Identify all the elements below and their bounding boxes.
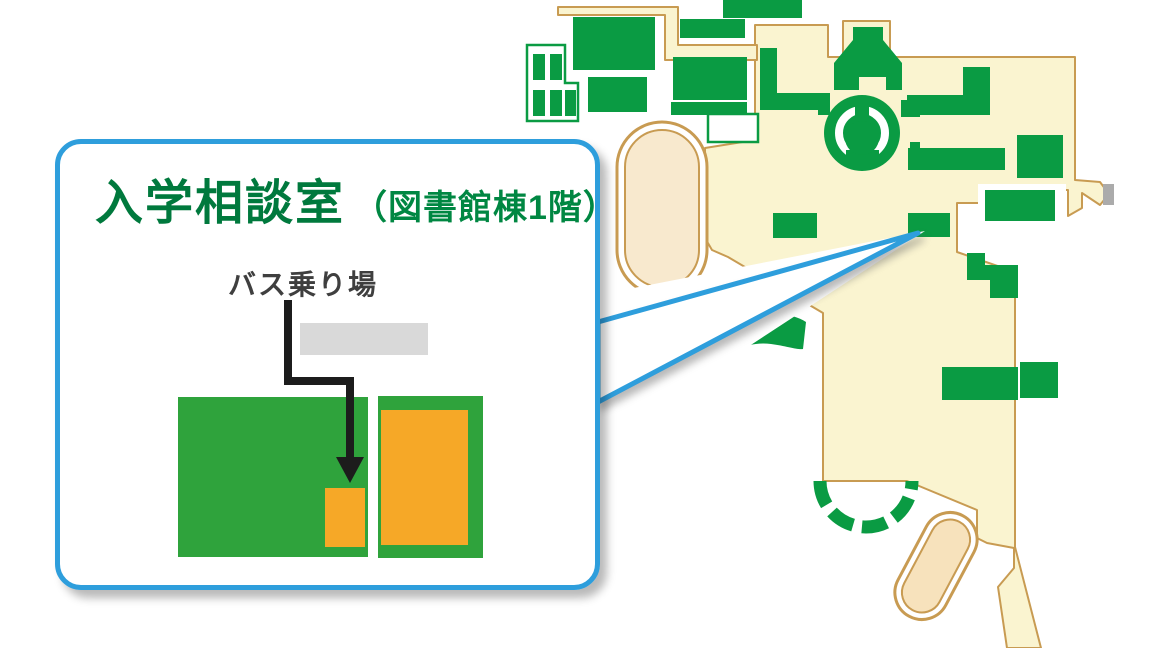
building <box>818 100 830 115</box>
building <box>1020 362 1058 398</box>
road-gap <box>598 231 925 445</box>
bus-stop-road <box>300 323 428 355</box>
plaza-arc <box>813 480 919 534</box>
building <box>1017 135 1063 178</box>
callout-box: 入学相談室 （図書館棟1階） バス乗り場 <box>55 139 617 590</box>
building <box>773 213 817 238</box>
building <box>573 17 655 70</box>
sub-track <box>893 511 979 621</box>
outlined-building-west <box>525 43 580 123</box>
building <box>588 77 647 112</box>
bus-stop-arrow-head <box>336 457 364 483</box>
l-shaped-building-east <box>907 67 990 115</box>
page-title: 入学相談室 <box>95 177 346 230</box>
library-east-highlight <box>381 410 468 545</box>
notch-building <box>978 184 1066 225</box>
athletics-track <box>615 120 709 297</box>
building <box>671 102 747 115</box>
l-shaped-building-west <box>760 48 830 110</box>
building <box>723 0 802 18</box>
building <box>901 100 920 117</box>
auditorium-building <box>834 27 902 90</box>
building <box>908 148 1005 170</box>
campus-road-band <box>557 6 758 61</box>
detail-minimap <box>178 300 483 558</box>
building <box>910 142 920 153</box>
cross-building <box>967 253 1018 298</box>
admissions-office-location <box>325 488 365 547</box>
building <box>942 367 1018 400</box>
circular-hall <box>824 95 900 171</box>
gate-marker <box>1103 184 1114 205</box>
page-subtitle: （図書館棟1階） <box>353 189 618 227</box>
campus-grounds-outline <box>704 20 1110 648</box>
bus-stop-label: バス乗り場 <box>228 269 379 300</box>
building <box>673 57 747 100</box>
outlined-building-small <box>706 112 760 144</box>
building <box>680 19 745 38</box>
bus-stop-arrow <box>284 300 354 459</box>
callout-title-row: 入学相談室 （図書館棟1階） <box>95 163 618 233</box>
